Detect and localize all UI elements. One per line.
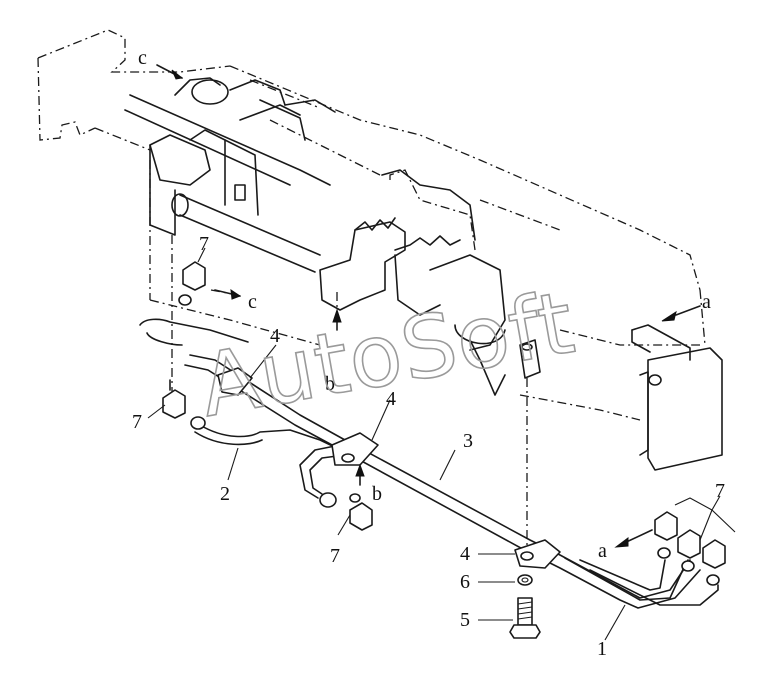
label-6: 6 (460, 571, 470, 593)
label-c-top: c (138, 47, 147, 69)
clamp-center (331, 432, 379, 466)
label-b-low: b (372, 483, 382, 505)
right-side-plate (631, 324, 723, 471)
elbow-fitting-upper (178, 261, 206, 306)
clamp-left (217, 367, 253, 396)
elbow-fitting-right-1 (654, 511, 678, 559)
label-2: 2 (220, 483, 230, 505)
label-4-bottom: 4 (460, 543, 470, 565)
label-4-center: 4 (386, 388, 396, 410)
ratchet-linkage (319, 169, 541, 396)
label-b-mid: b (325, 373, 335, 395)
label-5: 5 (460, 609, 470, 631)
washer-6 (517, 574, 533, 586)
label-7-center: 7 (330, 545, 340, 567)
label-4-left: 4 (270, 325, 280, 347)
hose-2 (190, 416, 346, 508)
elbow-fitting-right-2 (677, 529, 701, 572)
label-a-top: a (702, 291, 711, 313)
clamp-bottom (514, 539, 561, 569)
cross-shaft (124, 77, 336, 273)
callout-labels: c c a a b b 7 7 7 7 4 4 4 6 5 2 3 1 (132, 47, 725, 660)
label-1: 1 (597, 638, 607, 660)
bolt-5 (509, 597, 541, 639)
elbow-fitting-center (349, 493, 373, 531)
label-leaders (147, 247, 736, 641)
label-7-left: 7 (132, 411, 142, 433)
label-a-bottom: a (598, 540, 607, 562)
label-3: 3 (463, 430, 473, 452)
elbow-fitting-left (162, 379, 186, 419)
elbow-fitting-right-3 (702, 539, 726, 586)
arrow-icons (156, 64, 701, 548)
label-c-mid: c (248, 291, 257, 313)
label-7-right: 7 (715, 480, 725, 502)
label-7-upper: 7 (199, 233, 209, 255)
